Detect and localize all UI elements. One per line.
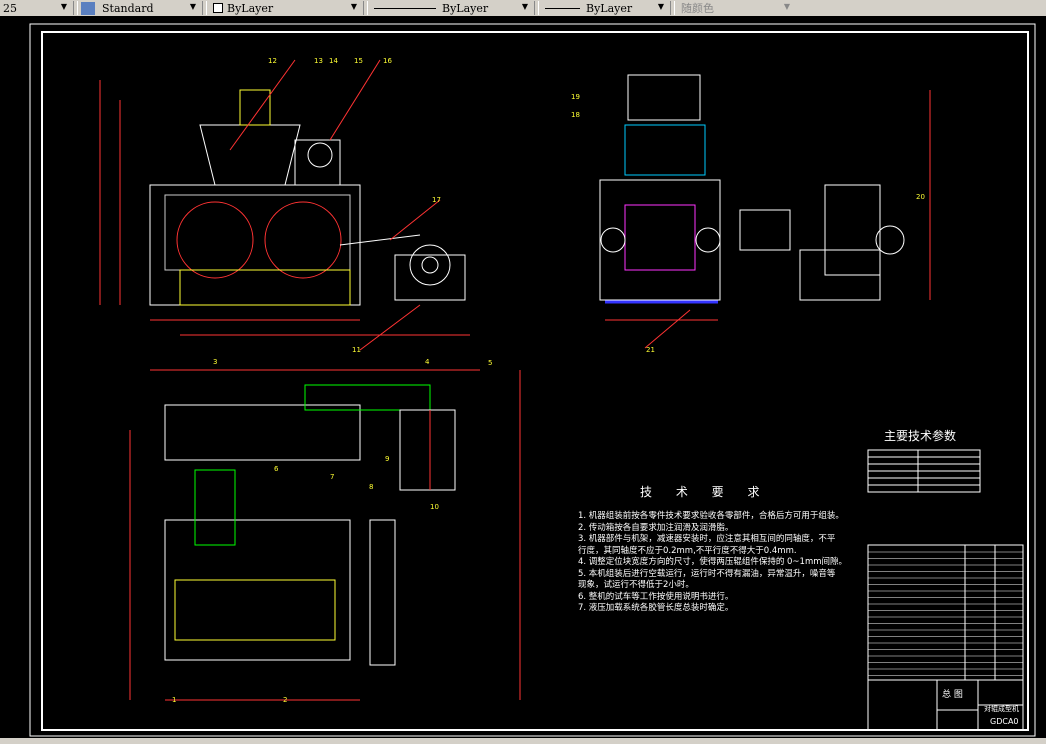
chevron-down-icon: ▼ [783,2,790,11]
drawing-canvas[interactable]: document.currentScript.insertAdjacentHTM… [0,16,1046,738]
chevron-down-icon: ▼ [60,2,67,11]
part-label: 8 [369,483,374,491]
part-label: 19 [571,93,580,101]
part-label: 6 [274,465,279,473]
title-block-product: 对辊成型机 [984,705,1019,713]
top-view [129,369,521,701]
part-label: 5 [488,359,493,367]
chevron-down-icon: ▼ [657,2,664,11]
tech-requirement-line: 1. 机器组装前按各零件技术要求验收各零部件，合格后方可用于组装。 [578,511,844,521]
tech-requirement-line: 行度，其同轴度不应于0.2mm,不平行度不得大于0.4mm. [578,545,797,556]
part-label: 14 [329,57,338,65]
tech-requirement-line: 现象，试运行不得低于2小时。 [578,580,694,590]
text-style-dropdown[interactable]: Standard▼ [99,1,199,15]
tech-params-title: 主要技术参数 [884,429,957,443]
part-label: 15 [354,57,363,65]
properties-toolbar: 25▼ Standard▼ ByLayer▼ ByLayer▼ ByLayer▼… [0,0,1046,16]
toolbar-separator [202,1,207,15]
status-strip [0,738,1046,744]
text-style-icon[interactable] [81,1,95,15]
part-label: 9 [385,455,390,463]
layer-color-dropdown[interactable]: ByLayer▼ [210,1,360,15]
chevron-down-icon: ▼ [189,2,196,11]
part-label: 13 [314,57,323,65]
title-block-drawing-name: 总 图 [942,690,963,700]
part-label: 21 [646,346,655,354]
plot-style-dropdown: 随颜色▼ [678,1,793,15]
part-label: 17 [432,196,441,204]
scale-dropdown[interactable]: 25▼ [0,1,70,15]
linetype-dropdown[interactable]: ByLayer▼ [371,1,531,15]
tech-requirement-line: 6. 整机的试车等工作按使用说明书进行。 [578,591,734,602]
side-view [599,74,931,349]
part-label: 1 [172,696,177,704]
tech-requirement-line: 7. 液压加载系统各胶管长度总装时确定。 [578,603,734,613]
part-label: 11 [352,346,361,354]
lineweight-dropdown[interactable]: ByLayer▼ [542,1,667,15]
tech-req-title: 技 术 要 求 [640,485,770,499]
part-label: 7 [330,473,335,481]
tech-requirement-line: 4. 调整定位块宽度方向的尺寸，使得两压辊组件保持的 0~1mm间隙。 [578,557,848,567]
part-label: 18 [571,111,580,119]
part-label: 16 [383,57,392,65]
toolbar-separator [363,1,368,15]
drawing-outer-border [29,23,1036,737]
drawing-frame [41,31,1029,731]
chevron-down-icon: ▼ [521,2,528,11]
toolbar-separator [73,1,78,15]
part-label: 10 [430,503,439,511]
part-label: 3 [213,358,218,366]
tech-params-table [867,449,981,493]
part-label: 4 [425,358,430,366]
part-label: 2 [283,696,288,704]
tech-requirement-line: 5. 本机组装后进行空载运行，运行时不得有漏油，异常温升，噪音等 [578,568,836,579]
toolbar-separator [534,1,539,15]
part-label: 12 [268,57,277,65]
parts-list-and-title-block [867,544,1024,731]
toolbar-separator [670,1,675,15]
tech-requirement-line: 3. 机器部件与机架，减速器安装时，应注意其相互间的同轴度，不平 [578,534,836,544]
front-view [99,59,470,351]
tech-requirement-line: 2. 传动箱按各自要求加注润滑及润滑脂。 [578,522,734,533]
color-swatch-icon [213,3,223,13]
title-block-code: GDCA0 [990,717,1019,726]
part-label: 20 [916,193,925,201]
chevron-down-icon: ▼ [350,2,357,11]
